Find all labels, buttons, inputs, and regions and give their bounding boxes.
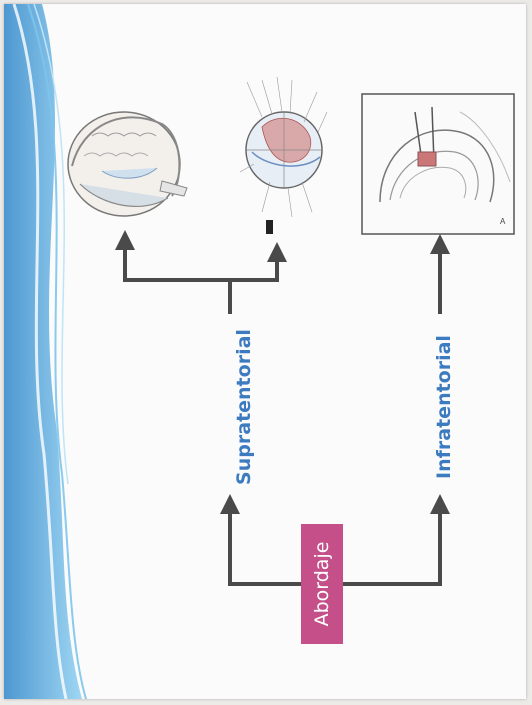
slide: A Supratentorial Infratentorial Abordaje	[4, 4, 526, 699]
brain-illustration-1	[62, 96, 192, 226]
svg-text:A: A	[500, 217, 506, 226]
brain-illustration-2	[232, 72, 342, 242]
branch-label-supratentorial: Supratentorial	[231, 297, 257, 517]
brain-illustration-3: A	[360, 92, 520, 240]
branch-label-infratentorial: Infratentorial	[431, 297, 457, 517]
root-node-box: Abordaje	[301, 524, 343, 644]
root-label-abordaje: Abordaje	[301, 524, 343, 644]
